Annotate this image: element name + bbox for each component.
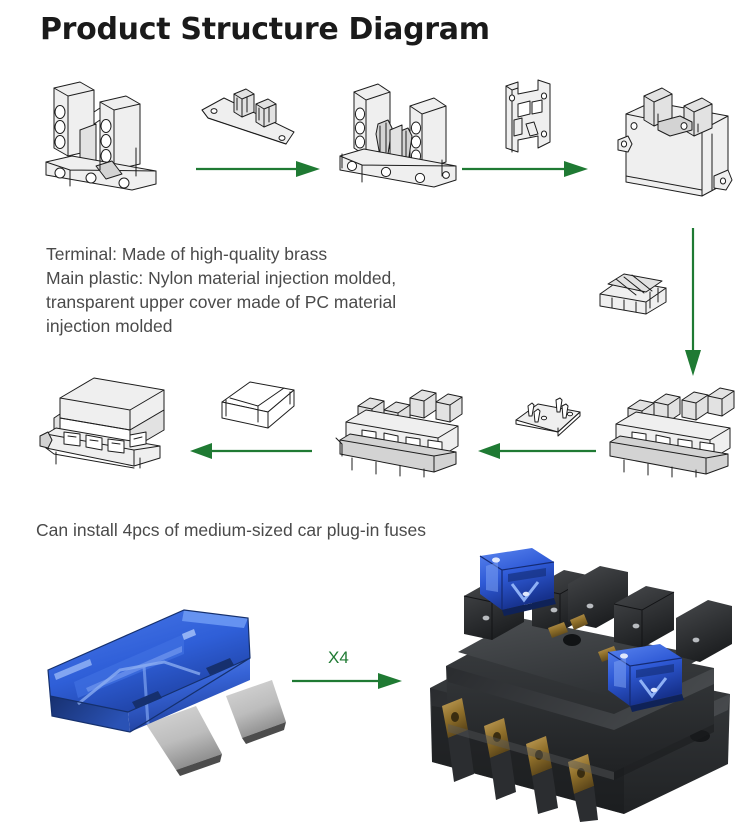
install-caption: Can install 4pcs of medium-sized car plu… <box>36 520 427 540</box>
product-blade-fuse-blue <box>34 596 304 776</box>
step-frame-with-terminals <box>334 76 462 196</box>
step-metal-bracket-plate <box>492 79 568 162</box>
step-four-way-block-assembled <box>606 378 738 478</box>
step-terminal-housing-frame <box>36 78 176 196</box>
page-title: Product Structure Diagram <box>40 12 490 47</box>
arrow-right-x4 <box>292 672 404 690</box>
arrow-left-1 <box>190 442 312 460</box>
materials-caption: Terminal: Made of high-quality brass Mai… <box>46 244 397 336</box>
step-four-way-terminal-block <box>335 378 466 478</box>
step-quad-block-small <box>596 268 670 320</box>
step-brass-terminal-strip <box>198 88 310 156</box>
arrow-right-1 <box>196 160 322 178</box>
arrow-left-2 <box>478 442 596 460</box>
arrow-right-2 <box>462 160 590 178</box>
step-base-plate-with-pins <box>512 394 584 440</box>
arrow-x4-label: X4 <box>328 648 349 667</box>
product-fuse-box-black-4way <box>428 548 750 822</box>
step-transparent-upper-cover <box>216 376 302 438</box>
arrow-down-1 <box>684 228 702 378</box>
step-finished-cover-assembly <box>36 374 176 472</box>
step-assembled-single-block <box>617 78 736 200</box>
